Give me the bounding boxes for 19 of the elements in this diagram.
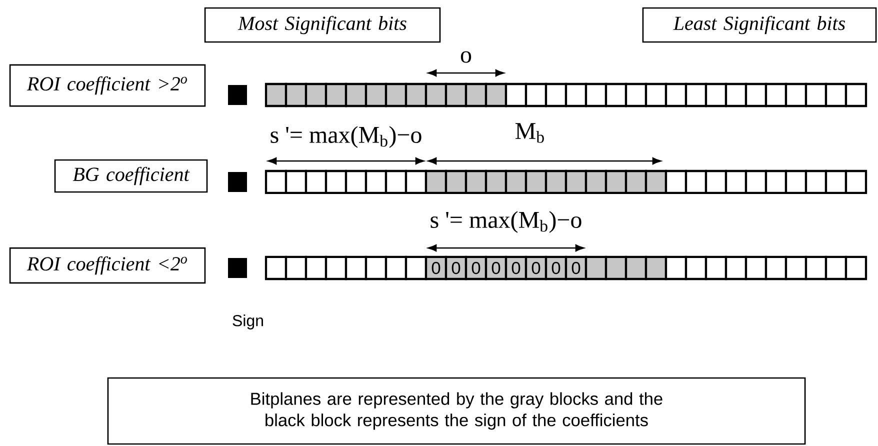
dimension-label: s '= max(M$_{b}$)−o [430,211,582,233]
coefficient-box: BG coefficient [54,159,208,193]
dimension-label: s '= max(M$_{b}$)−o [270,126,422,148]
heading-box: Most Significant bits [204,7,441,43]
heading-box: Least Significant bits [642,7,877,43]
bit-value: 0 [432,262,440,274]
bit-value: 0 [452,262,460,274]
coefficient-box: ROI coefficient <2$^{o}$ [9,247,206,284]
bit-value: 0 [572,262,580,274]
bit-value: 0 [472,262,480,274]
bit-value: 0 [492,262,500,274]
bit-value: 0 [552,262,560,274]
bit-value: 0 [512,262,520,274]
sign-label: Sign [232,314,263,330]
bit-value: 0 [532,262,540,274]
coefficient-box: ROI coefficient >2$^{o}$ [9,64,206,107]
dimension-label: M$_{b}$ [516,123,544,143]
note-box: Bitplanes are represented by the gray blocks and the black block represents the sign of the coefficients [107,377,806,445]
dimension-label: o [460,51,472,63]
